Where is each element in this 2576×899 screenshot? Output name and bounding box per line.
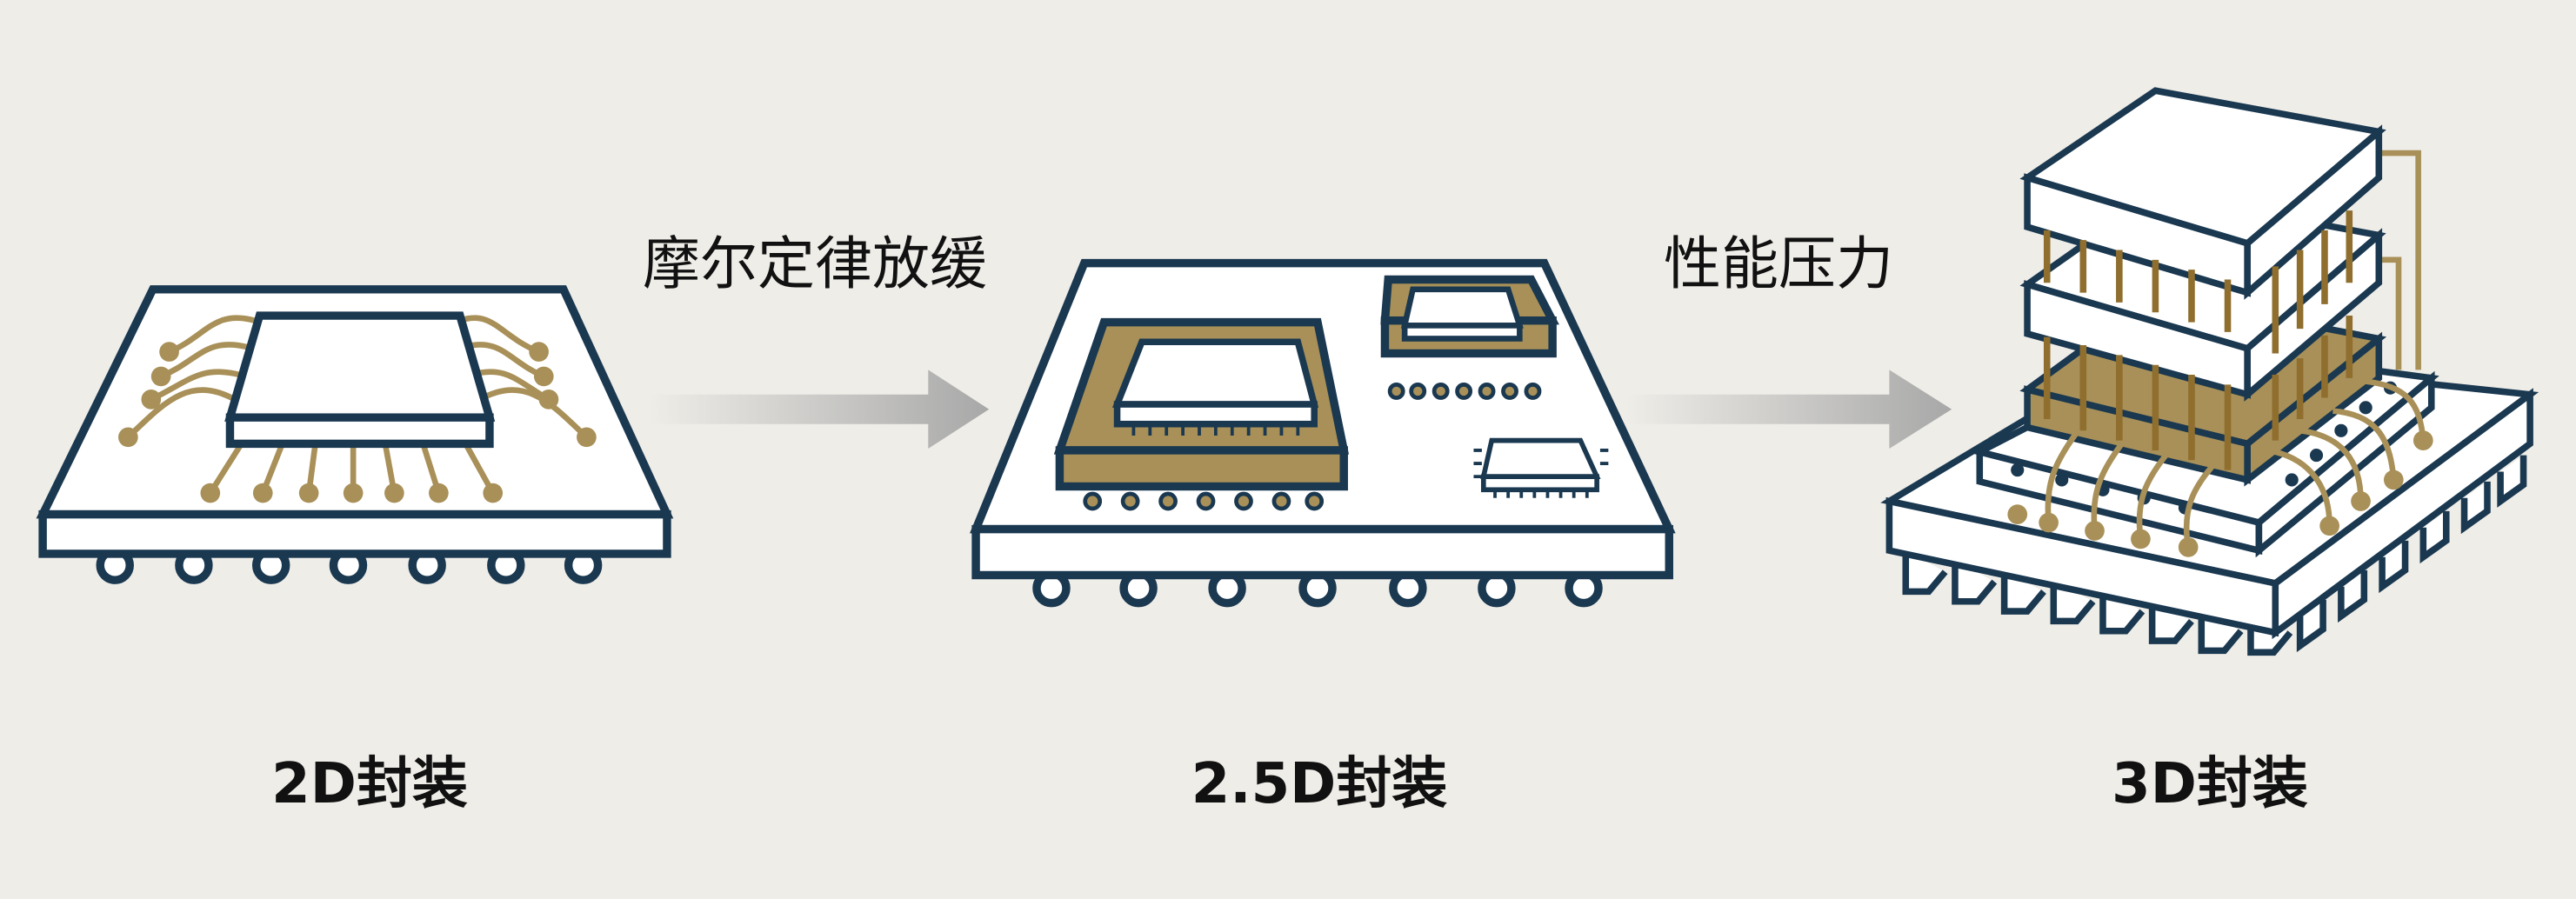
arrow-right-1 [649,370,990,450]
die-chip-small [1480,437,1601,480]
label-2d-package: 2D封装 [271,752,468,816]
package-3d-illustration [1880,87,2539,656]
die-2d [224,311,496,422]
die-large [1111,338,1319,408]
label-3d-package: 3D封装 [2112,752,2308,816]
arrow-right-2 [1626,370,1952,450]
die-small [1400,286,1524,329]
substrate-legs [1902,455,2527,656]
package-2-5d-illustration [970,258,1676,608]
label-2-5d-package: 2.5D封装 [1191,752,1448,816]
tsv-pillars [2043,210,2353,470]
package-2d-illustration [36,285,674,584]
moore-law-slowdown-note: 摩尔定律放缓 [643,230,987,297]
bond-wires-3d [2045,150,2426,548]
performance-pressure-note: 性能压力 [1664,230,1893,297]
